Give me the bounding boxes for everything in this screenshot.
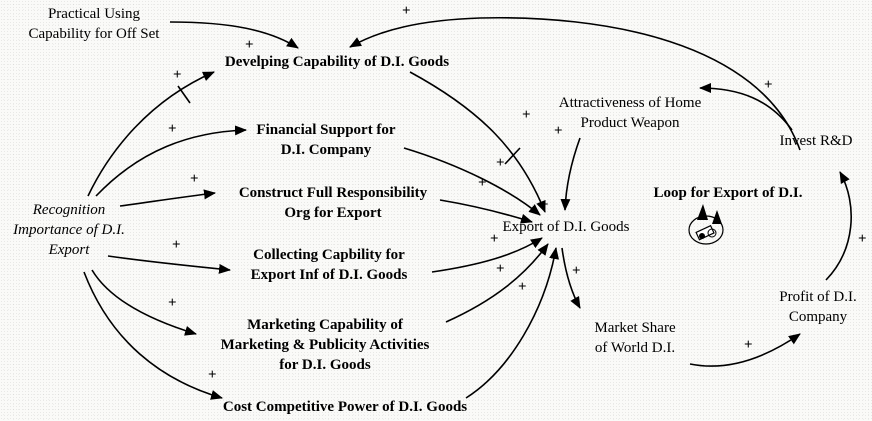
arrow-recognition-to-cost <box>83 271 223 400</box>
delay-mark-developing <box>177 85 191 104</box>
delay-mark-financial <box>504 147 521 165</box>
polarity-sign: + <box>172 237 181 253</box>
arrow-attractiveness-to-export <box>560 137 581 211</box>
arrow-marketing-to-export <box>445 243 549 323</box>
node-construct-org: Construct Full Responsibility Org for Ex… <box>218 183 448 223</box>
polarity-sign: + <box>572 263 581 279</box>
arrow-recognition-to-developing <box>87 71 215 197</box>
node-developing-capability-line1: Develping Capability of D.I. Goods <box>224 54 450 70</box>
arrow-developing-to-export <box>409 71 546 213</box>
node-construct-org-line1: Construct Full Responsibility <box>238 185 428 201</box>
arrow-invest-to-attractiveness <box>699 83 793 131</box>
polarity-sign: + <box>858 231 867 247</box>
polarity-sign: + <box>173 67 182 83</box>
polarity-sign: + <box>245 37 254 53</box>
node-financial-support: Financial Support for D.I. Company <box>246 120 406 160</box>
node-profit-line1: Profit of D.I. <box>779 289 857 305</box>
arrow-cost-to-export <box>465 247 559 399</box>
node-invest-rd-line1: Invest R&D <box>779 133 853 149</box>
arrow-recognition-to-marketing <box>91 269 197 336</box>
node-collecting-capability: Collecting Capbility for Export Inf of D… <box>226 245 432 285</box>
node-developing-capability: Develping Capability of D.I. Goods <box>196 52 478 72</box>
polarity-sign: + <box>478 175 487 191</box>
polarity-sign: + <box>190 171 199 187</box>
arrow-recognition-to-financial <box>95 125 247 197</box>
reinforcing-loop-icon <box>688 204 724 245</box>
node-financial-support-line1: Financial Support for <box>256 122 396 138</box>
arrow-practical-to-developing <box>169 21 299 49</box>
node-attractiveness-line2: Product Weapon <box>580 115 680 131</box>
arrow-financial-to-export <box>403 147 541 216</box>
polarity-sign: + <box>764 77 773 93</box>
node-marketing-capability-line3: for D.I. Goods <box>279 357 371 373</box>
polarity-sign: + <box>518 279 527 295</box>
node-profit: Profit of D.I. Company <box>768 287 868 327</box>
polarity-sign: + <box>522 107 531 123</box>
node-practical-using-line2: Capability for Off Set <box>28 26 160 42</box>
arrow-recognition-to-collecting <box>107 255 231 274</box>
node-export-di: Export of D.I. Goods <box>486 217 646 237</box>
node-collecting-capability-line1: Collecting Capbility for <box>253 247 405 263</box>
polarity-sign: + <box>496 155 505 171</box>
node-cost-competitive-line1: Cost Competitive Power of D.I. Goods <box>222 399 468 415</box>
node-cost-competitive: Cost Competitive Power of D.I. Goods <box>205 397 485 417</box>
node-practical-using-line1: Practical Using <box>47 6 141 22</box>
node-export-di-line1: Export of D.I. Goods <box>502 219 630 235</box>
polarity-sign: + <box>496 261 505 277</box>
polarity-sign: + <box>168 121 177 137</box>
node-construct-org-line2: Org for Export <box>284 205 382 221</box>
node-financial-support-line2: D.I. Company <box>280 142 372 158</box>
node-recognition-line3: Export <box>48 242 90 258</box>
node-recognition-line1: Recognition <box>32 202 106 218</box>
arrow-invest-to-developing <box>349 16 801 151</box>
node-practical-using: Practical Using Capability for Off Set <box>14 4 174 44</box>
polarity-sign: + <box>208 367 217 383</box>
arrow-profit-to-invest <box>825 171 853 281</box>
polarity-sign: + <box>490 231 499 247</box>
arrow-marketshare-to-profit <box>689 333 801 367</box>
node-loop-title-line1: Loop for Export of D.I. <box>653 185 803 201</box>
polarity-sign: + <box>540 197 549 213</box>
node-profit-line2: Company <box>788 309 848 325</box>
node-marketing-capability: Marketing Capability of Marketing & Publ… <box>200 315 450 375</box>
node-collecting-capability-line2: Export Inf of D.I. Goods <box>250 267 408 283</box>
node-recognition-line2: Importance of D.I. <box>13 222 125 238</box>
node-recognition: Recognition Importance of D.I. Export <box>4 200 134 260</box>
arrow-recognition-to-construct <box>119 189 216 207</box>
node-invest-rd: Invest R&D <box>766 131 866 151</box>
polarity-sign: + <box>402 3 411 19</box>
polarity-sign: + <box>554 123 563 139</box>
node-market-share-line2: of World D.I. <box>594 340 676 356</box>
arrow-construct-to-export <box>439 199 533 224</box>
polarity-sign: + <box>168 295 177 311</box>
node-attractiveness-line1: Attractiveness of Home <box>558 95 702 111</box>
arrow-export-to-marketshare <box>561 247 581 309</box>
arrow-collecting-to-export <box>431 237 543 273</box>
node-marketing-capability-line2: Marketing & Publicity Activities <box>220 337 430 353</box>
node-market-share: Market Share of World D.I. <box>580 318 690 358</box>
node-marketing-capability-line1: Marketing Capability of <box>247 317 403 333</box>
polarity-sign: + <box>744 337 753 353</box>
node-attractiveness: Attractiveness of Home Product Weapon <box>540 93 720 133</box>
node-loop-title: Loop for Export of D.I. <box>628 183 828 203</box>
node-market-share-line1: Market Share <box>594 320 676 336</box>
